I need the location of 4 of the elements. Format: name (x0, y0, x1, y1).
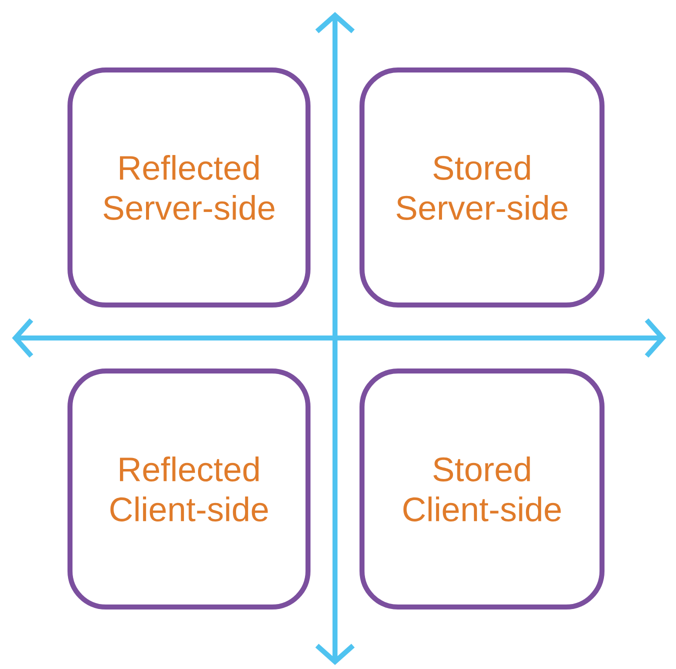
category-box: Reflected Server-side (68, 68, 310, 308)
category-box: Stored Client-side (360, 368, 604, 610)
category-box: Reflected Client-side (68, 368, 310, 610)
category-box: Stored Server-side (360, 68, 604, 308)
